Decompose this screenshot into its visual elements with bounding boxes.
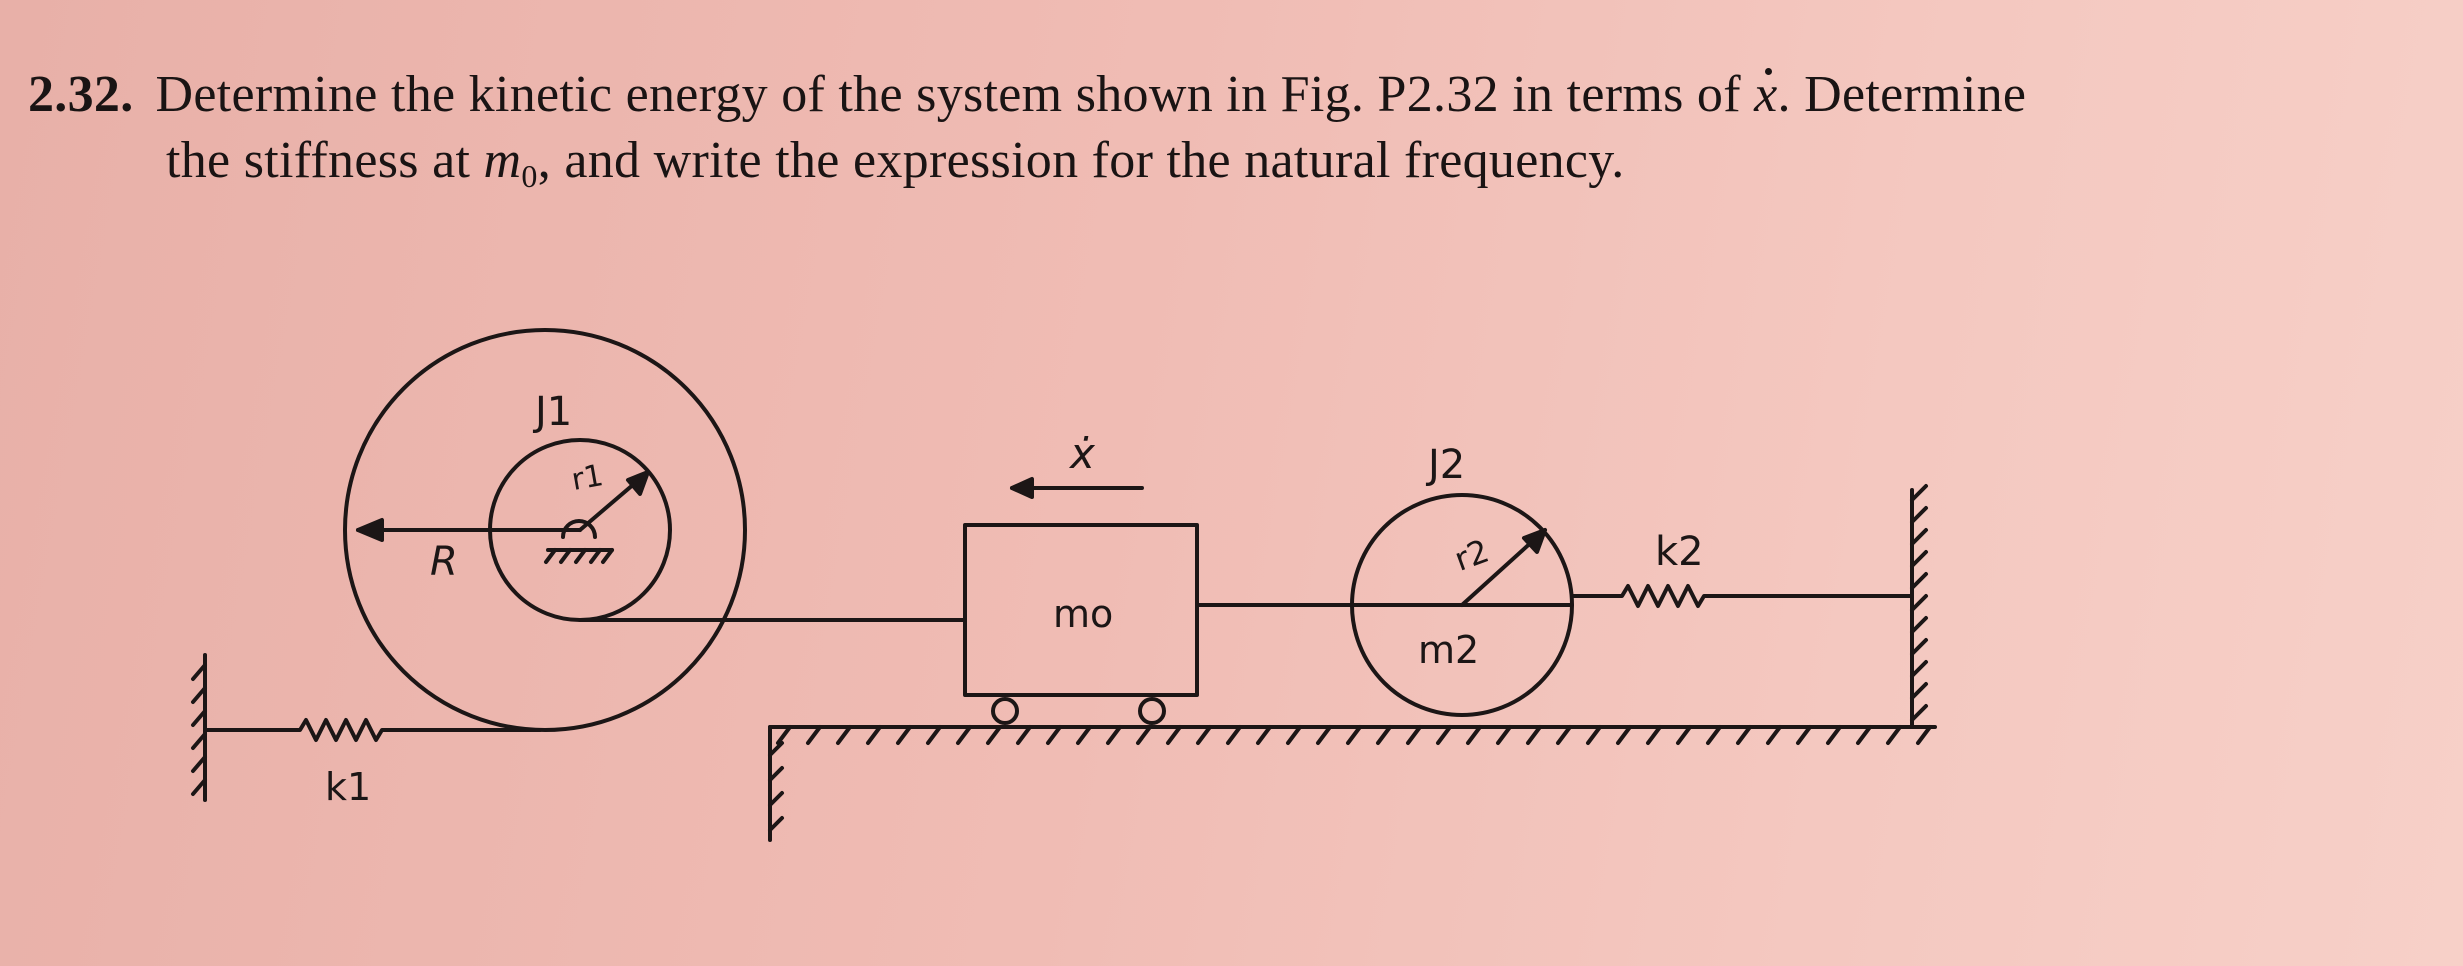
- problem-text-1: Determine the kinetic energy of the syst…: [155, 66, 1741, 123]
- disk-j1-outer: [343, 328, 747, 732]
- spring-k2: [1570, 584, 1914, 608]
- mass-m0-wheel-right: [1138, 697, 1166, 725]
- problem-statement: 2.32. Determine the kinetic energy of the…: [28, 62, 2428, 209]
- ground: [768, 725, 1937, 842]
- problem-number: 2.32.: [28, 66, 134, 123]
- right-wall: [1910, 484, 1928, 729]
- label-j2: J2: [1425, 442, 1465, 488]
- label-m0: mo: [1053, 592, 1113, 636]
- label-m2: m2: [1418, 628, 1479, 672]
- label-r1: r1: [569, 458, 606, 498]
- label-j1: J1: [532, 389, 572, 435]
- mass-m0-block: [963, 523, 1199, 697]
- radius-r1-arrow: [578, 470, 650, 532]
- problem-text-2-end: , and write the expression for the natur…: [537, 132, 1625, 189]
- mass-symbol-subscript: 0: [521, 158, 538, 194]
- velocity-arrow: [1010, 477, 1144, 499]
- spring-k1: [203, 718, 542, 742]
- problem-line-2: the stiffness at m0, and write the expre…: [28, 128, 2428, 209]
- mass-m0-wheel-left: [991, 697, 1019, 725]
- mass-symbol: m0: [483, 132, 538, 194]
- label-r: R: [430, 539, 458, 585]
- label-x-dot: ẋ: [1068, 429, 1096, 478]
- left-wall: [191, 653, 207, 802]
- label-r2: r2: [1449, 532, 1493, 579]
- problem-text-2: the stiffness at: [166, 132, 471, 189]
- velocity-symbol: x: [1754, 66, 1778, 123]
- radius-r-arrow: [356, 518, 582, 542]
- pivot-j1: [544, 519, 614, 564]
- radius-r2-arrow: [1460, 528, 1547, 607]
- label-k2: k2: [1655, 529, 1704, 575]
- mass-symbol-letter: m: [483, 132, 522, 189]
- problem-text-1-end: . Determine: [1777, 66, 2027, 123]
- label-k1: k1: [325, 765, 371, 809]
- problem-line-1: 2.32. Determine the kinetic energy of the…: [28, 62, 2428, 128]
